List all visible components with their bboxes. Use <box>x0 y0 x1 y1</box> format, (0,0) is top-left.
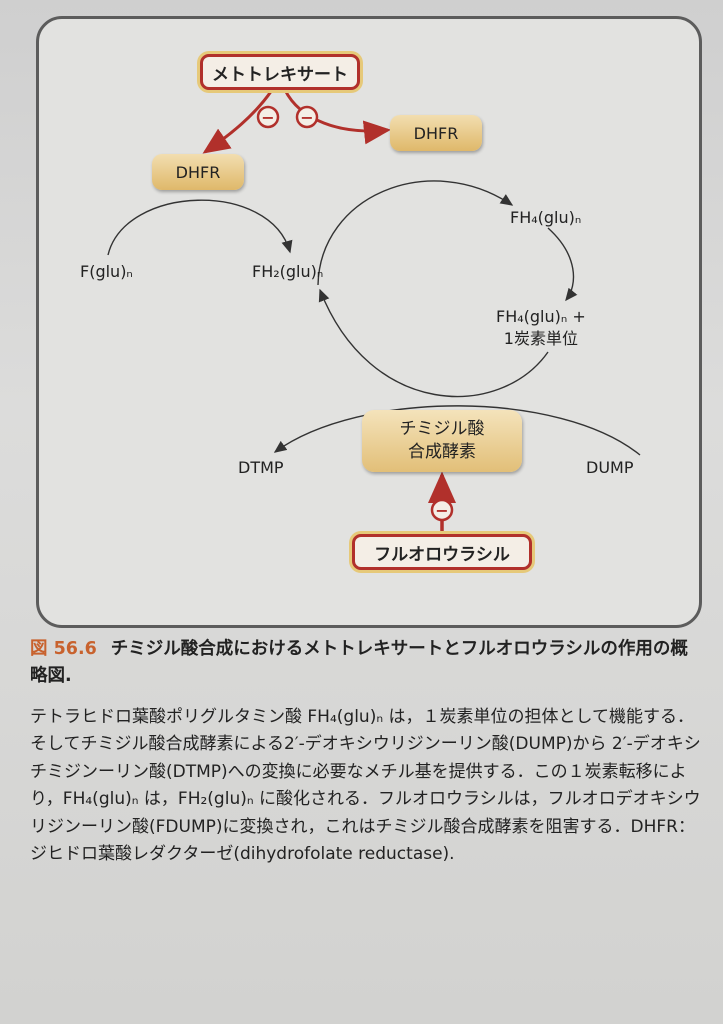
pathway-diagram: − − − <box>107 89 641 536</box>
dhfr-right-box: DHFR <box>390 115 482 151</box>
dhfr-left-label: DHFR <box>175 162 221 182</box>
fh4-glu-label: FH₄(glu)ₙ <box>510 208 582 227</box>
ts-line1: チミジル酸 <box>399 419 485 439</box>
dtmp-label: DTMP <box>238 458 284 477</box>
inhibit-badge-3: − <box>430 498 454 522</box>
dhfr-left-box: DHFR <box>152 154 244 190</box>
svg-text:−: − <box>261 108 274 127</box>
dhfr-right-label: DHFR <box>413 123 459 143</box>
svg-text:−: − <box>435 501 448 520</box>
fh4-carbon-line1: FH₄(glu)ₙ + <box>496 307 586 326</box>
inhibit-badge-1: − <box>256 105 280 129</box>
dump-label: DUMP <box>586 458 634 477</box>
figure-number: 図 56.6 <box>30 639 97 659</box>
svg-text:−: − <box>300 108 313 127</box>
f-glu-label: F(glu)ₙ <box>80 262 133 281</box>
inhibit-arrow-left <box>202 89 274 154</box>
cycle-carbon-to-fh2 <box>318 288 549 398</box>
fluorouracil-label: フルオロウラシル <box>374 544 510 565</box>
methotrexate-label: メトトレキサート <box>212 64 348 85</box>
cycle-fh4-to-carbon <box>547 227 578 302</box>
ts-reaction-arc <box>273 405 641 456</box>
fh2-glu-label: FH₂(glu)ₙ <box>252 262 324 281</box>
cycle-fh2-to-fh4 <box>317 180 514 286</box>
thymidylate-synthase-box: チミジル酸 合成酵素 <box>362 410 522 472</box>
methotrexate-box: メトトレキサート <box>200 54 360 90</box>
diagram-panel <box>36 16 702 628</box>
inhibit-arrow-right <box>283 89 391 145</box>
inhibit-badge-2: − <box>295 105 319 129</box>
fh4-carbon-label: FH₄(glu)ₙ + 1炭素単位 <box>496 306 586 350</box>
fh4-carbon-line2: 1炭素単位 <box>503 329 578 348</box>
ts-line2: 合成酵素 <box>408 442 476 462</box>
dhfr-left-arc <box>107 199 293 256</box>
caption-body: テトラヒドロ葉酸ポリグルタミン酸 FH₄(glu)ₙ は，１炭素単位の担体として… <box>30 707 701 865</box>
fluorouracil-box: フルオロウラシル <box>352 534 532 570</box>
figure-title: チミジル酸合成におけるメトトレキサートとフルオロウラシルの作用の概略図. <box>30 639 688 686</box>
